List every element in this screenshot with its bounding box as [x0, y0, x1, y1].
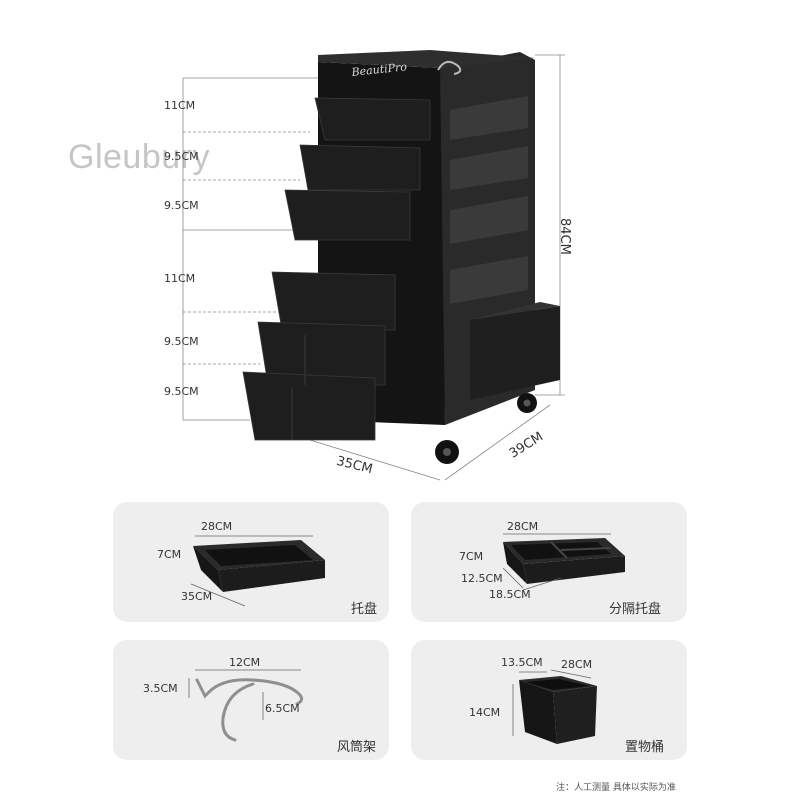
drawer-height-label: 9.5CM: [164, 335, 199, 348]
dryer-holder-icon: [188, 669, 304, 742]
dimension-guides: [182, 54, 565, 481]
divided-tray-width-label: 28CM: [507, 520, 539, 533]
divided-tray-height-label: 7CM: [459, 550, 484, 563]
divided-tray-length-label: 18.5CM: [489, 588, 531, 601]
card-dryer-holder: 12CM 3.5CM 6.5CM 风筒架: [113, 640, 389, 760]
card-tray: 28CM 7CM 35CM 托盘: [113, 502, 389, 622]
dryer-holder-width-label: 12CM: [229, 656, 261, 669]
divided-tray-inner-label: 12.5CM: [461, 572, 503, 585]
dryer-holder-hook-label: 3.5CM: [143, 682, 178, 695]
card-divided-tray: 28CM 7CM 12.5CM 18.5CM 分隔托盘: [411, 502, 687, 622]
drawer-height-label: 9.5CM: [164, 150, 199, 163]
divided-tray-icon: [502, 533, 625, 591]
storage-bucket-icon: [512, 669, 597, 744]
watermark-text: Gleubury: [68, 138, 210, 176]
tray-icon: [190, 535, 325, 607]
bucket-height-label: 14CM: [469, 706, 501, 719]
cart-height-label: 84CM: [557, 218, 572, 255]
dryer-holder-curve-label: 6.5CM: [265, 702, 300, 715]
tray-width-label: 28CM: [201, 520, 233, 533]
cart-body: [242, 50, 560, 464]
cart-illustration: BeautiPro: [182, 50, 565, 481]
card-label: 置物桶: [625, 740, 665, 755]
bucket-top-long-label: 28CM: [561, 658, 593, 671]
drawer-height-label: 9.5CM: [164, 199, 199, 212]
footnote: 注：人工测量 具体以实际为准: [556, 783, 676, 793]
brand-logo: BeautiPro: [350, 60, 408, 79]
card-label: 托盘: [351, 602, 378, 617]
card-label: 分隔托盘: [609, 602, 662, 617]
drawer-height-label: 11CM: [164, 99, 196, 112]
drawer-height-label: 11CM: [164, 272, 196, 285]
drawer-height-label: 9.5CM: [164, 385, 199, 398]
card-storage-bucket: 13.5CM 28CM 14CM 置物桶: [411, 640, 687, 760]
bucket-top-short-label: 13.5CM: [501, 656, 543, 669]
tray-height-label: 7CM: [157, 548, 182, 561]
card-label: 风筒架: [337, 740, 377, 755]
tray-length-label: 35CM: [181, 590, 213, 603]
